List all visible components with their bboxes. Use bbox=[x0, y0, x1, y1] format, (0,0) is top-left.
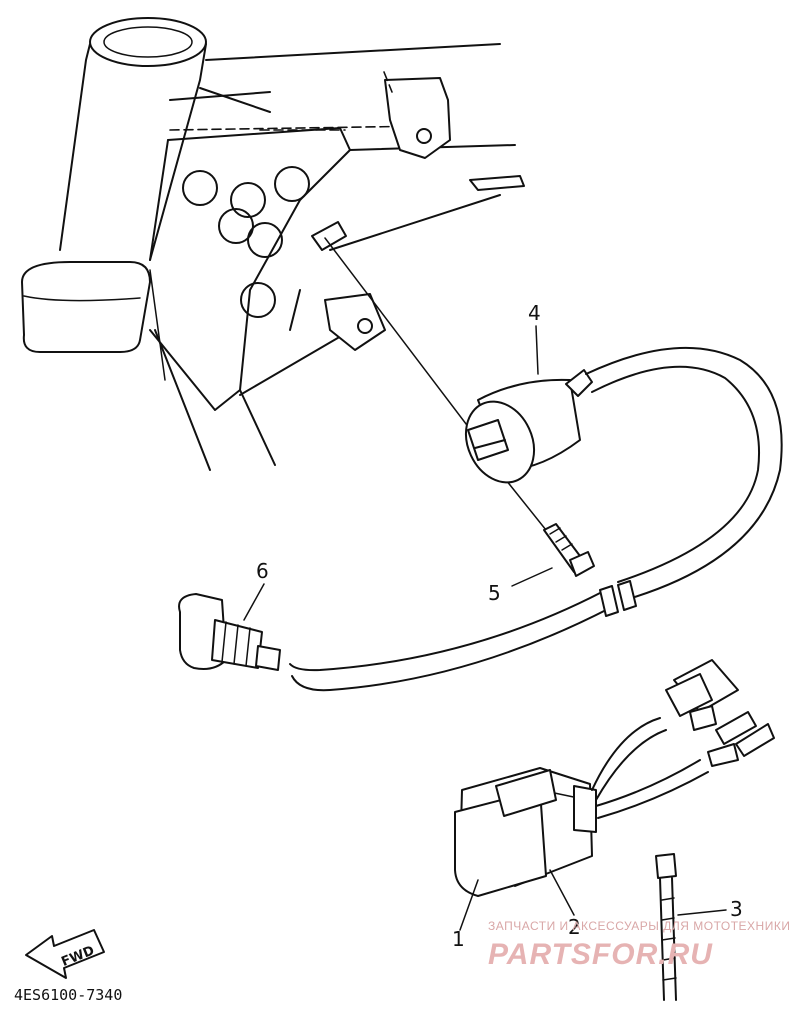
forward-direction-arrow: FWD bbox=[25, 929, 105, 979]
watermark-tagline: ЗАПЧАСТИ И АКСЕССУАРЫ ДЛЯ МОТОТЕХНИКИ bbox=[488, 919, 790, 933]
cdi-unit-part bbox=[454, 659, 775, 897]
callout-3: 3 bbox=[730, 897, 743, 921]
callout-leaders bbox=[243, 325, 727, 931]
bolt-part bbox=[543, 523, 595, 577]
document-code: 4ES6100-7340 bbox=[14, 986, 122, 1004]
callout-4: 4 bbox=[528, 301, 541, 325]
frame-drawing bbox=[21, 17, 525, 471]
ignition-coil-part bbox=[464, 369, 593, 484]
spark-plug-cap-part bbox=[178, 593, 281, 671]
callout-2: 2 bbox=[568, 915, 581, 939]
high-tension-cable bbox=[289, 346, 783, 692]
cable-tie-part bbox=[655, 853, 677, 1001]
watermark: ЗАПЧАСТИ И АКСЕССУАРЫ ДЛЯ МОТОТЕХНИКИ PA… bbox=[488, 919, 790, 971]
callout-5: 5 bbox=[488, 581, 501, 605]
callout-6: 6 bbox=[256, 559, 269, 583]
callout-1: 1 bbox=[452, 927, 465, 951]
watermark-brand: PARTSFOR.RU bbox=[488, 938, 713, 971]
